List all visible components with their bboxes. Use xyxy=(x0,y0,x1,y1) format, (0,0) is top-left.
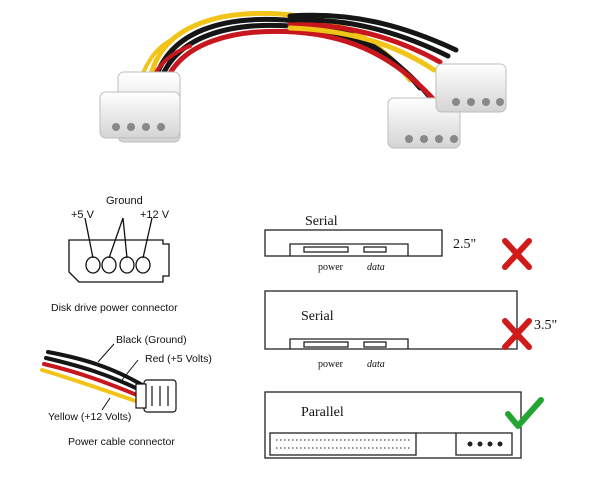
drive-2-5-power-port-label: power xyxy=(318,262,343,273)
drive-2-5-title: Serial xyxy=(305,214,338,229)
yellow-12v-label: Yellow (+12 Volts) xyxy=(48,411,132,423)
drive-3-5-x-icon xyxy=(502,318,532,350)
drive-3-5-size-label: 3.5" xyxy=(534,318,558,333)
drive-2-5-x-icon xyxy=(502,238,532,270)
drive-2-5-data-port-label: data xyxy=(367,262,385,273)
drive-3-5-power-port-label: power xyxy=(318,359,343,370)
power-cable-connector-caption: Power cable connector xyxy=(68,436,175,448)
parallel-drive-check-icon xyxy=(505,397,544,429)
plus12v-label: +12 V xyxy=(140,209,170,221)
parallel-drive-outline xyxy=(264,391,522,459)
molex-splitter-cable-image xyxy=(99,10,507,149)
drive-3-5-outline xyxy=(264,290,518,350)
disk-drive-connector-caption: Disk drive power connector xyxy=(51,302,178,314)
parallel-drive-title: Parallel xyxy=(301,405,344,420)
ground-label: Ground xyxy=(106,195,143,207)
drive-3-5-title: Serial xyxy=(301,309,334,324)
power-cable-connector-diagram xyxy=(40,343,177,413)
red-5v-label: Red (+5 Volts) xyxy=(145,353,212,365)
plus5v-label: +5 V xyxy=(71,209,94,221)
black-ground-label: Black (Ground) xyxy=(116,334,187,346)
disk-drive-connector-diagram xyxy=(68,217,170,283)
drive-2-5-size-label: 2.5" xyxy=(453,237,477,252)
drive-3-5-data-port-label: data xyxy=(367,359,385,370)
drive-2-5-outline xyxy=(264,229,443,257)
